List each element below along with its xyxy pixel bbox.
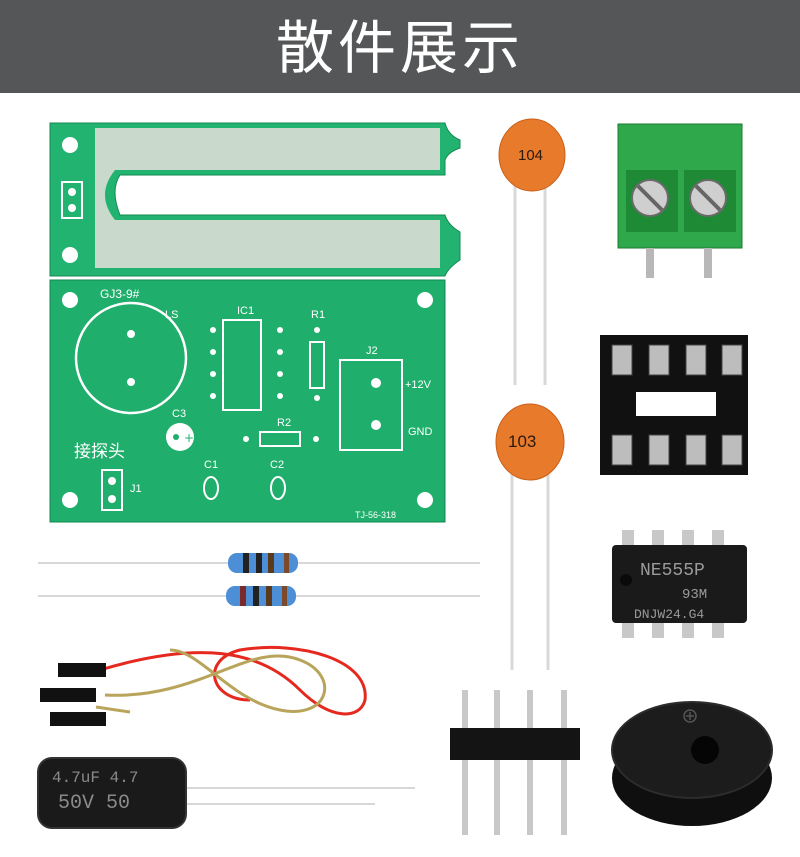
- ne555-chip: NE555P 93M DNJW24.G4: [612, 530, 747, 638]
- buzzer: [611, 701, 773, 826]
- resistor-1: [38, 553, 480, 573]
- ceramic-capacitor-103: 103: [495, 403, 565, 670]
- pcb-main: GJ3-9# LS IC1 R1 J2 +12V GND C3 + R2 接探头…: [49, 279, 446, 523]
- dip8-socket: [600, 335, 748, 475]
- pcb-12v-label: +12V: [405, 379, 432, 391]
- pcb-r1-label: R1: [311, 309, 325, 321]
- header-banner: 散件展示: [0, 0, 800, 93]
- resistor-2: [38, 586, 480, 606]
- pcb-j1-label: J1: [130, 483, 142, 495]
- electrolytic-capacitor: 4.7uF 4.7 50V 50: [37, 757, 415, 829]
- cap-103-label: 103: [508, 432, 536, 451]
- pcb-probe-label: 接探头: [74, 442, 125, 461]
- pcb-r2-label: R2: [277, 417, 291, 429]
- screw-terminal-block: [617, 123, 743, 278]
- electrolytic-line1: 4.7uF 4.7: [52, 769, 138, 787]
- page-title: 散件展示: [275, 14, 524, 82]
- pcb-c1-label: C1: [204, 459, 218, 471]
- cap-104-label: 104: [518, 147, 543, 164]
- jumper-wires: [40, 646, 367, 726]
- chip-line3: DNJW24.G4: [634, 607, 704, 622]
- chip-line1: NE555P: [640, 561, 705, 581]
- chip-line2: 93M: [682, 587, 707, 603]
- pcb-c3-label: C3: [172, 408, 186, 420]
- ceramic-capacitor-104: 104: [498, 118, 566, 385]
- svg-text:+: +: [184, 431, 194, 445]
- pin-header: [450, 690, 580, 835]
- pcb-serial-label: TJ-56-318: [355, 510, 396, 520]
- pcb-ic1-label: IC1: [237, 305, 254, 317]
- pcb-c2-label: C2: [270, 459, 284, 471]
- pcb-j2-label: J2: [366, 345, 378, 357]
- electrolytic-line2: 50V 50: [58, 792, 130, 815]
- pcb-model-label: GJ3-9#: [100, 287, 140, 301]
- pcb-probe: [49, 122, 461, 277]
- pcb-gnd-label: GND: [408, 426, 433, 438]
